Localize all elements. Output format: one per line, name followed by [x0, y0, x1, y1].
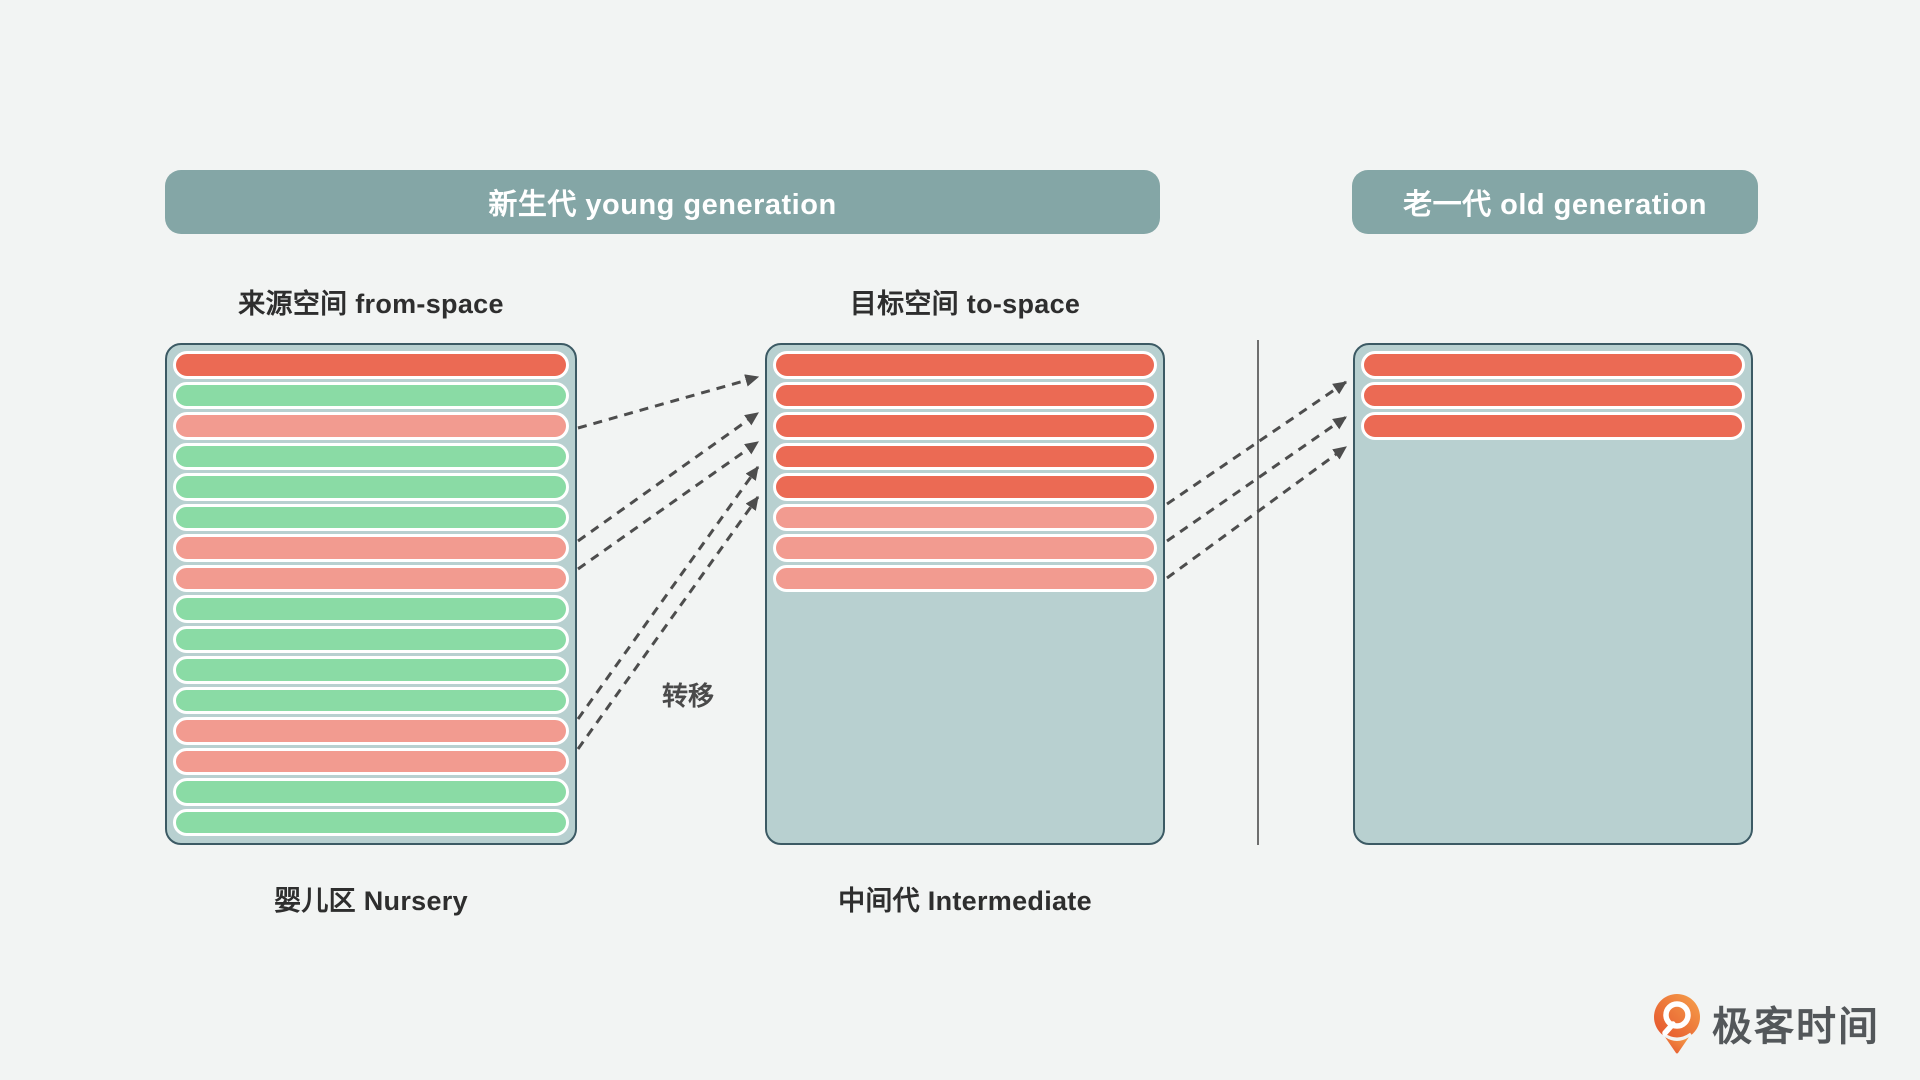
- memory-object-bar-green: [173, 686, 569, 714]
- memory-object-bar-green: [173, 595, 569, 623]
- memory-object-bar-green: [173, 808, 569, 836]
- to-space-box: [765, 343, 1165, 845]
- memory-object-bar-red: [773, 351, 1157, 379]
- memory-object-bar-red: [1361, 412, 1745, 440]
- old-generation-box: [1353, 343, 1753, 845]
- transfer-arrow: [577, 411, 759, 543]
- memory-object-bar-salmon: [173, 534, 569, 562]
- memory-object-bar-green: [173, 381, 569, 409]
- intermediate-label: 中间代 Intermediate: [838, 886, 1092, 916]
- from-space-box: [165, 343, 577, 845]
- memory-object-bar-salmon: [173, 747, 569, 775]
- old-generation-label: 老一代 old generation: [1403, 189, 1707, 221]
- nursery-label: 婴儿区 Nursery: [274, 886, 468, 916]
- memory-object-bar-red: [1361, 381, 1745, 409]
- memory-object-bar-salmon: [173, 412, 569, 440]
- memory-object-bar-salmon: [173, 564, 569, 592]
- memory-object-bar-red: [173, 351, 569, 379]
- geektime-logo-icon: [1654, 994, 1700, 1054]
- memory-object-bar-green: [173, 473, 569, 501]
- to-space-label: 目标空间 to-space: [849, 289, 1081, 319]
- memory-object-bar-red: [1361, 351, 1745, 379]
- memory-object-bar-salmon: [773, 534, 1157, 562]
- memory-object-bar-red: [773, 412, 1157, 440]
- geektime-logo: 极客时间: [1652, 992, 1880, 1054]
- young-generation-label: 新生代 young generation: [488, 189, 837, 221]
- generation-divider-line: [1257, 340, 1259, 845]
- geektime-logo-text: 极客时间: [1712, 1005, 1880, 1049]
- memory-object-bar-green: [173, 442, 569, 470]
- memory-object-bar-salmon: [773, 503, 1157, 531]
- memory-object-bar-red: [773, 442, 1157, 470]
- transfer-arrow: [577, 440, 759, 571]
- memory-object-bar-green: [173, 656, 569, 684]
- memory-object-bar-salmon: [773, 564, 1157, 592]
- memory-object-bar-red: [773, 473, 1157, 501]
- transfer-label: 转移: [661, 681, 714, 711]
- old-generation-header: 老一代 old generation: [1352, 170, 1758, 234]
- memory-object-bar-green: [173, 503, 569, 531]
- memory-object-bar-green: [173, 625, 569, 653]
- memory-object-bar-red: [773, 381, 1157, 409]
- from-space-label: 来源空间 from-space: [238, 289, 504, 319]
- memory-object-bar-salmon: [173, 717, 569, 745]
- young-generation-header: 新生代 young generation: [165, 170, 1160, 234]
- transfer-arrow: [577, 374, 760, 430]
- memory-object-bar-green: [173, 778, 569, 806]
